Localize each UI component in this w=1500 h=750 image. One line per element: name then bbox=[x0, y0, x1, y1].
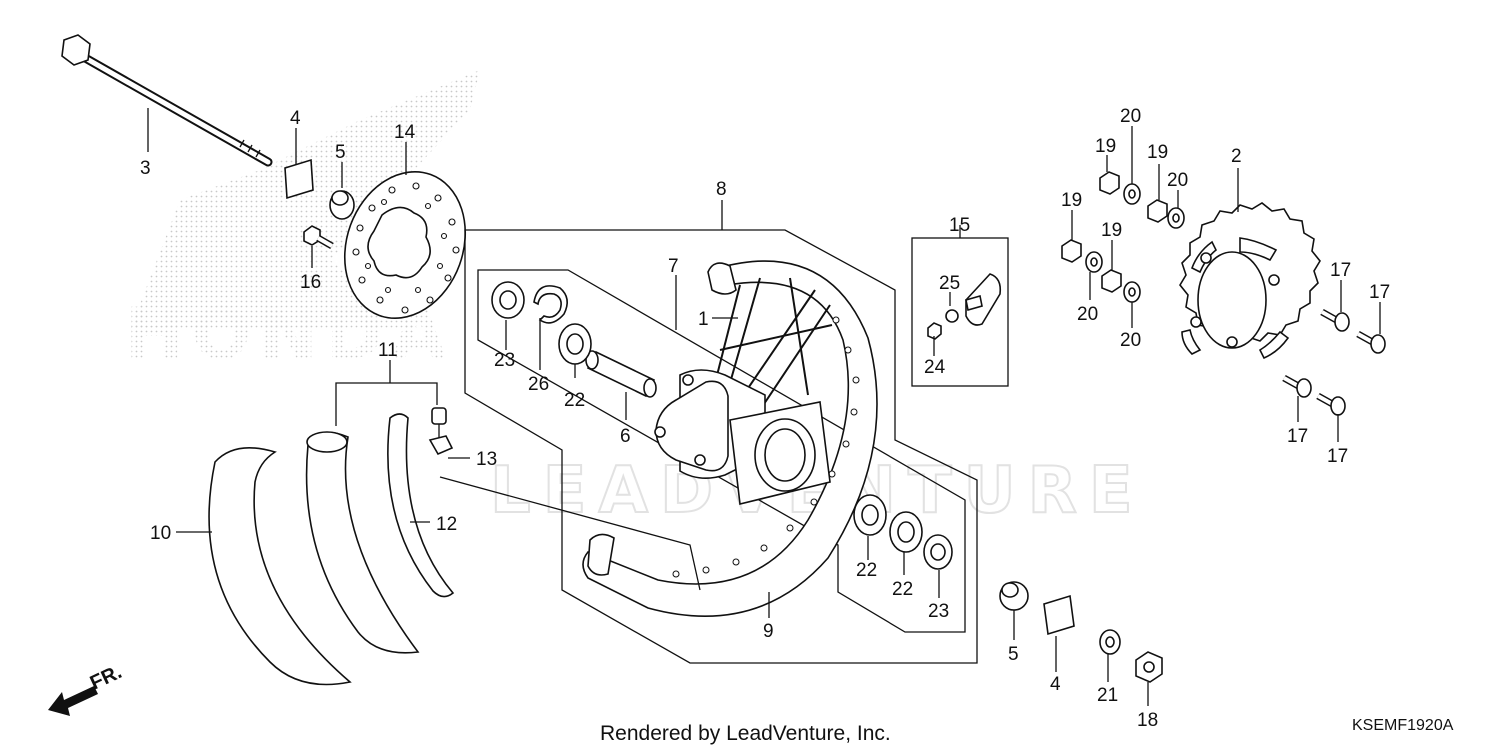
part-12-rim-band bbox=[387, 413, 455, 598]
part-17-bolt-c bbox=[1282, 374, 1312, 398]
callout-19-d: 19 bbox=[1101, 220, 1122, 241]
wheel-assembly-box bbox=[464, 229, 978, 664]
part-5-collar-right bbox=[999, 581, 1029, 611]
part-22-bearing-left bbox=[558, 323, 592, 365]
part-23-bearing-left bbox=[491, 281, 525, 319]
callout-14: 14 bbox=[394, 122, 416, 143]
callout-1: 1 bbox=[698, 309, 709, 330]
callout-17-b: 17 bbox=[1369, 282, 1390, 303]
callout-18: 18 bbox=[1137, 710, 1158, 731]
part-20-washer-b bbox=[1167, 207, 1185, 229]
part-17-bolt-a bbox=[1320, 308, 1350, 332]
part-20-washer-a bbox=[1123, 183, 1141, 205]
callout-21: 21 bbox=[1097, 685, 1118, 706]
callout-22-right-a: 22 bbox=[856, 560, 877, 581]
part-19-nut-c bbox=[1061, 239, 1082, 263]
part-7-hub bbox=[654, 369, 831, 505]
callout-26: 26 bbox=[528, 374, 549, 395]
callout-23-right: 23 bbox=[928, 601, 949, 622]
part-20-washer-d bbox=[1123, 281, 1141, 303]
callout-5-top: 5 bbox=[335, 142, 346, 163]
rendered-by-text: Rendered by LeadVenture, Inc. bbox=[600, 722, 891, 745]
leader-lines bbox=[147, 108, 1381, 706]
part-17-bolt-b bbox=[1356, 330, 1386, 354]
callout-5-bottom: 5 bbox=[1008, 644, 1019, 665]
part-4-adjuster-plate-right bbox=[1043, 594, 1075, 636]
callout-7: 7 bbox=[668, 256, 679, 277]
part-10-tire bbox=[208, 446, 352, 686]
part-22-bearing-right-a bbox=[853, 494, 887, 536]
callout-22-right-b: 22 bbox=[892, 579, 913, 600]
callout-4-bottom: 4 bbox=[1050, 674, 1061, 695]
callout-20-b: 20 bbox=[1167, 170, 1188, 191]
callout-16: 16 bbox=[300, 272, 321, 293]
part-3-axle bbox=[61, 34, 273, 167]
part-19-nut-b bbox=[1147, 199, 1168, 223]
callout-12: 12 bbox=[436, 514, 457, 535]
callout-13: 13 bbox=[476, 449, 497, 470]
callout-19-b: 19 bbox=[1147, 142, 1168, 163]
part-4-adjuster-plate bbox=[284, 158, 314, 200]
part-13-valve bbox=[428, 407, 454, 456]
front-direction-arrow: FR. bbox=[48, 661, 125, 716]
callout-3: 3 bbox=[140, 158, 151, 179]
part-19-nut-a bbox=[1099, 171, 1120, 195]
hub-assembly-box bbox=[477, 269, 966, 633]
callout-20-d: 20 bbox=[1120, 330, 1141, 351]
callout-15: 15 bbox=[949, 215, 970, 236]
callout-6: 6 bbox=[620, 426, 631, 447]
callout-17-c: 17 bbox=[1287, 426, 1308, 447]
callout-8: 8 bbox=[716, 179, 727, 200]
part-24-nut bbox=[927, 322, 942, 340]
callout-11: 11 bbox=[378, 340, 398, 361]
callout-10: 10 bbox=[150, 523, 171, 544]
callout-22-left: 22 bbox=[564, 390, 585, 411]
callout-4-top: 4 bbox=[290, 108, 301, 129]
callout-17-d: 17 bbox=[1327, 446, 1348, 467]
part-5-collar bbox=[329, 190, 355, 220]
callout-2: 2 bbox=[1231, 146, 1242, 167]
callout-17-a: 17 bbox=[1330, 260, 1351, 281]
callout-24: 24 bbox=[924, 357, 946, 378]
part-20-washer-c bbox=[1085, 251, 1103, 273]
part-14-brake-disc bbox=[343, 170, 467, 320]
callout-20-c: 20 bbox=[1077, 304, 1098, 325]
part-21-washer bbox=[1099, 629, 1121, 655]
callout-19-c: 19 bbox=[1061, 190, 1082, 211]
callout-20-a: 20 bbox=[1120, 106, 1141, 127]
part-23-seal-right bbox=[923, 534, 953, 570]
callout-19-a: 19 bbox=[1095, 136, 1116, 157]
callout-25: 25 bbox=[939, 273, 960, 294]
part-2-sprocket bbox=[1179, 202, 1321, 360]
part-22-bearing-right-b bbox=[889, 511, 923, 553]
part-9-rim bbox=[582, 260, 878, 617]
part-6-distance-collar bbox=[585, 350, 657, 398]
callout-23-left: 23 bbox=[494, 350, 515, 371]
part-16-bolt bbox=[303, 225, 334, 250]
part-26-circlip bbox=[533, 285, 568, 324]
part-17-bolt-d bbox=[1316, 392, 1346, 416]
diagram-code: KSEMF1920A bbox=[1352, 717, 1454, 734]
part-18-axle-nut bbox=[1135, 651, 1163, 683]
callout-numbers: 3 4 5 14 16 11 13 10 12 8 7 1 6 23 26 22… bbox=[140, 106, 1390, 731]
part-19-nut-d bbox=[1101, 269, 1122, 293]
callout-9: 9 bbox=[763, 621, 774, 642]
part-11-tube bbox=[305, 431, 420, 654]
part-25-bracket bbox=[945, 273, 1002, 326]
